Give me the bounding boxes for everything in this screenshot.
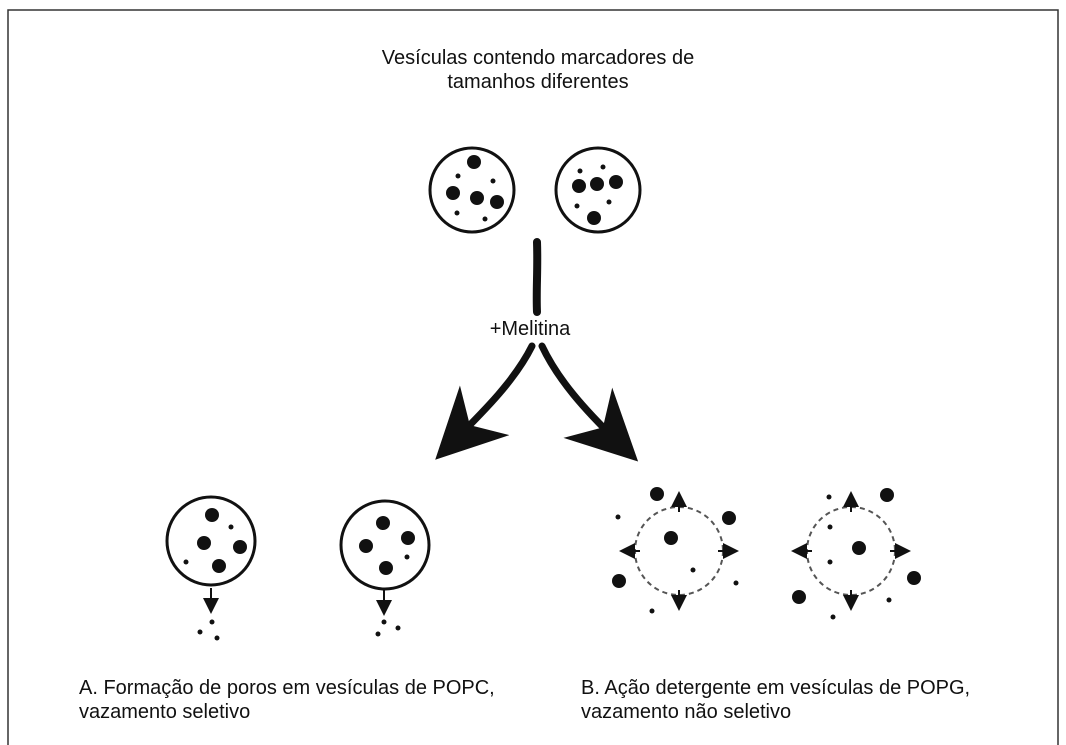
large-marker <box>379 561 393 575</box>
leaked-marker <box>214 635 220 641</box>
small-marker <box>454 210 460 216</box>
caption-a-line-2: vazamento seletivo <box>79 701 251 723</box>
caption-b-line-2: vazamento não seletivo <box>581 701 792 723</box>
small-marker <box>490 178 496 184</box>
small-marker <box>574 203 580 209</box>
popc-vesicle-2 <box>339 499 431 637</box>
small-marker <box>577 168 583 174</box>
disrupted-membrane <box>806 506 896 596</box>
large-marker <box>490 195 504 209</box>
small-marker <box>183 559 189 565</box>
curved-arrow-left-icon <box>435 342 536 460</box>
large-marker <box>587 211 601 225</box>
leaked-marker <box>381 619 387 625</box>
large-marker <box>852 541 866 555</box>
caption-pore-formation: A. Formação de poros em vesículas de POP… <box>79 676 495 724</box>
large-marker <box>650 487 664 501</box>
large-marker <box>446 186 460 200</box>
curved-arrow-right-icon <box>538 342 639 462</box>
large-marker <box>197 536 211 550</box>
small-marker <box>827 559 833 565</box>
small-marker <box>827 524 833 530</box>
large-marker <box>722 511 736 525</box>
large-marker <box>590 177 604 191</box>
caption-detergent-action: B. Ação detergente em vesículas de POPG,… <box>581 676 970 724</box>
small-marker <box>886 597 892 603</box>
diagram-title: Vesículas contendo marcadores de tamanho… <box>300 46 776 94</box>
stem-arrow-body <box>532 238 542 316</box>
large-marker <box>233 540 247 554</box>
small-marker <box>649 608 655 614</box>
leaked-marker <box>209 619 215 625</box>
large-marker <box>467 155 481 169</box>
large-marker <box>609 175 623 189</box>
leaked-marker <box>395 625 401 631</box>
small-marker <box>830 614 836 620</box>
title-line-1: Vesículas contendo marcadores de <box>381 47 695 69</box>
small-marker <box>690 567 696 573</box>
large-marker <box>359 539 373 553</box>
small-marker <box>733 580 739 586</box>
initial-vesicle-1 <box>428 146 516 234</box>
small-marker <box>482 216 488 222</box>
small-marker <box>615 514 621 520</box>
leaked-marker <box>197 629 203 635</box>
small-marker <box>455 173 461 179</box>
large-marker <box>401 531 415 545</box>
popg-vesicle-2 <box>791 488 921 620</box>
large-marker <box>212 559 226 573</box>
leaked-marker <box>375 631 381 637</box>
disrupted-membrane <box>634 506 724 596</box>
large-marker <box>376 516 390 530</box>
small-marker <box>228 524 234 530</box>
small-marker <box>826 494 832 500</box>
caption-a-line-1: A. Formação de poros em vesículas de POP… <box>79 677 495 699</box>
large-marker <box>664 531 678 545</box>
large-marker <box>792 590 806 604</box>
small-marker <box>600 164 606 170</box>
initial-vesicle-2 <box>554 146 642 234</box>
large-marker <box>205 508 219 522</box>
small-marker <box>404 554 410 560</box>
popc-vesicle-1 <box>165 495 257 641</box>
large-marker <box>907 571 921 585</box>
large-marker <box>880 488 894 502</box>
large-marker <box>470 191 484 205</box>
caption-b-line-1: B. Ação detergente em vesículas de POPG, <box>581 677 971 699</box>
title-line-2: tamanhos diferentes <box>447 71 629 93</box>
outer-border <box>7 9 1059 745</box>
large-marker <box>572 179 586 193</box>
reagent-label: +Melitina <box>470 317 590 341</box>
popg-vesicle-1 <box>612 487 739 614</box>
large-marker <box>612 574 626 588</box>
small-marker <box>606 199 612 205</box>
